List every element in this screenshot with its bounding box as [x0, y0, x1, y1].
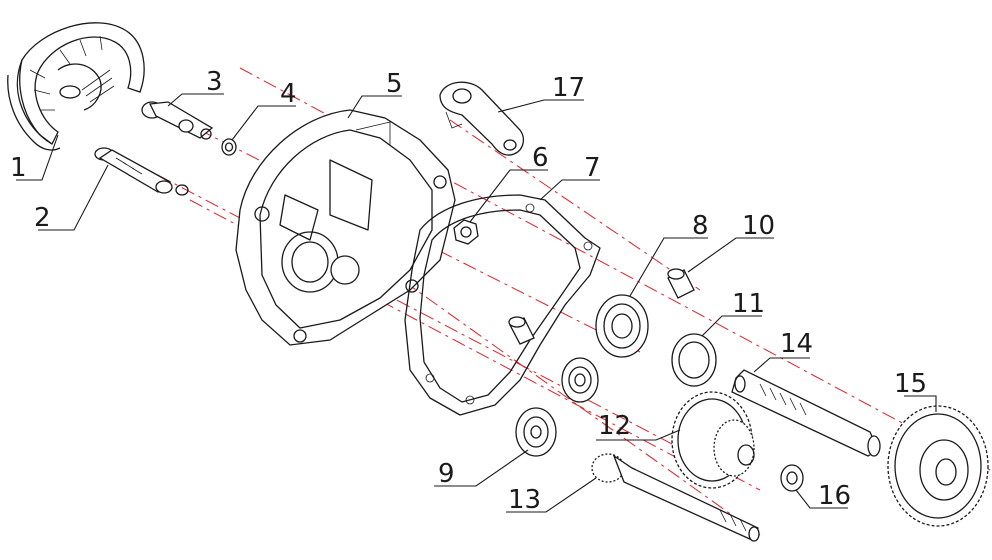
- callout-5: 5: [386, 69, 403, 99]
- callout-4: 4: [280, 79, 297, 109]
- leader-15: [904, 395, 937, 412]
- thrust-washer-part: [780, 464, 804, 492]
- callout-13: 13: [508, 485, 541, 515]
- transmission-case-part: [235, 109, 456, 346]
- callout-labels: 1 2 3 4 5 6 7 8 9 10 11 12 13 14 15 16 1…: [10, 67, 927, 515]
- leader-10: [687, 237, 774, 273]
- axis-line: [359, 249, 761, 536]
- callout-10: 10: [742, 211, 775, 241]
- callout-14: 14: [780, 329, 813, 359]
- callout-12: 12: [598, 411, 631, 441]
- leader-11: [701, 315, 762, 337]
- leader-12: [596, 429, 681, 441]
- callout-2: 2: [34, 203, 51, 233]
- intermediate-gear-part: [671, 391, 755, 489]
- callout-11: 11: [732, 289, 765, 319]
- leader-5: [347, 95, 402, 119]
- nut-part: [453, 219, 479, 245]
- brake-shoe-part: [7, 22, 145, 151]
- oil-seal-part: [671, 333, 717, 387]
- callout-17: 17: [552, 73, 585, 103]
- leader-7: [539, 179, 600, 201]
- callout-7: 7: [584, 153, 601, 183]
- leader-lines: [16, 93, 937, 513]
- washer-part: [221, 138, 237, 156]
- leader-3: [167, 93, 224, 107]
- brake-arm-part: [439, 81, 525, 156]
- axis-line: [449, 119, 701, 291]
- leader-2: [38, 164, 109, 231]
- callout-8: 8: [692, 211, 709, 241]
- leader-13: [506, 477, 597, 513]
- leader-4: [231, 105, 296, 141]
- leader-6: [469, 169, 548, 223]
- leader-17: [497, 99, 584, 113]
- drive-shaft-part: [591, 453, 760, 542]
- leader-1: [16, 134, 59, 181]
- assembly-axes: [109, 67, 991, 536]
- leader-8: [629, 237, 708, 297]
- leader-16: [795, 489, 848, 509]
- callout-3: 3: [206, 67, 223, 97]
- callout-16: 16: [818, 481, 851, 511]
- leader-14: [753, 357, 810, 373]
- ball-bearing-9-part: [515, 407, 557, 457]
- gasket-part: [404, 194, 601, 416]
- final-gear-part: [887, 405, 989, 527]
- ball-bearing-small-part: [561, 357, 599, 403]
- axis-line: [189, 199, 701, 471]
- leader-9: [434, 449, 529, 487]
- brake-cam-shaft-part: [94, 147, 189, 196]
- callout-6: 6: [532, 143, 549, 173]
- callout-9: 9: [438, 459, 455, 489]
- final-shaft-part: [731, 369, 881, 457]
- callout-15: 15: [894, 369, 927, 399]
- dowel-pin-part: [508, 268, 695, 345]
- callout-1: 1: [10, 153, 27, 183]
- ball-bearing-8-part: [595, 294, 649, 358]
- pivot-pin-part: [141, 101, 214, 140]
